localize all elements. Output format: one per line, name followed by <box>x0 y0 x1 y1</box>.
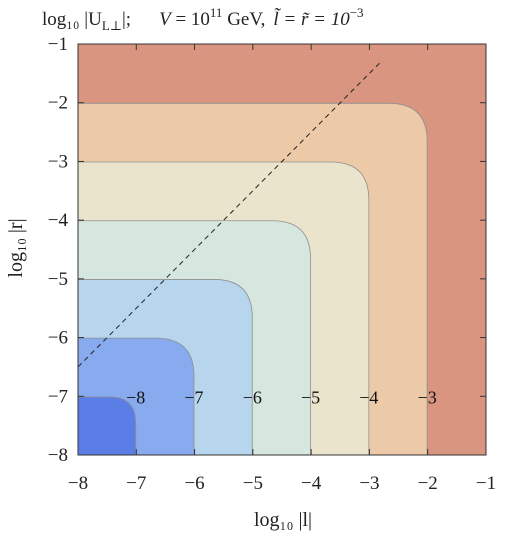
x-tick-label: −2 <box>418 473 438 494</box>
x-axis-label: log₁₀ |l| <box>254 509 312 531</box>
title-quantity-subscript: L⊥ <box>102 18 122 33</box>
y-tick-label: −8 <box>48 445 68 466</box>
chart-title: log₁₀ |UL⊥|; V = 1011 GeV, l̃ = r̃ = 10−3 <box>42 5 364 33</box>
y-tick-label: −4 <box>48 210 69 231</box>
x-tick-label: −3 <box>359 473 379 494</box>
title-lr-label: l̃ = r̃ = 10 <box>273 8 350 30</box>
y-tick-label: −5 <box>48 269 68 290</box>
contour-band <box>77 396 137 456</box>
contour-label: −6 <box>243 387 262 407</box>
contour-label: −8 <box>126 387 145 407</box>
title-V-label: V <box>159 9 173 30</box>
y-tick-label: −6 <box>48 328 68 349</box>
y-axis-label: log₁₀ |r| <box>5 218 27 277</box>
title-quantity-end: |; <box>122 9 131 30</box>
contour-label: −5 <box>301 387 320 407</box>
y-tick-label: −7 <box>48 386 68 407</box>
x-tick-label: −5 <box>243 473 263 494</box>
y-tick-label: −3 <box>48 151 68 172</box>
x-tick-label: −7 <box>126 473 146 494</box>
x-tick-label: −8 <box>68 473 88 494</box>
x-axis-ticks: −8 −7 −6 −5 −4 −3 −2 −1 <box>68 44 496 494</box>
title-V-unit: GeV, <box>222 9 265 30</box>
x-tick-label: −6 <box>184 473 204 494</box>
contour-label: −4 <box>359 387 378 407</box>
x-tick-label: −4 <box>301 473 322 494</box>
title-V-exponent: 11 <box>210 5 223 20</box>
title-lr-exponent: −3 <box>350 5 364 20</box>
contour-labels: −8 −7 −6 −5 −4 −3 <box>126 387 437 407</box>
y-tick-label: −1 <box>48 34 68 55</box>
contour-label: −7 <box>184 387 203 407</box>
contour-bands <box>77 44 486 456</box>
title-quantity: log₁₀ |U <box>42 9 102 30</box>
y-axis-ticks: −1 −2 −3 −4 −5 −6 −7 −8 <box>48 34 486 466</box>
plot-frame <box>77 43 487 456</box>
y-tick-label: −2 <box>48 93 68 114</box>
x-tick-label: −1 <box>476 473 496 494</box>
contour-label: −3 <box>418 387 437 407</box>
title-V-eq: = 10 <box>171 9 210 30</box>
